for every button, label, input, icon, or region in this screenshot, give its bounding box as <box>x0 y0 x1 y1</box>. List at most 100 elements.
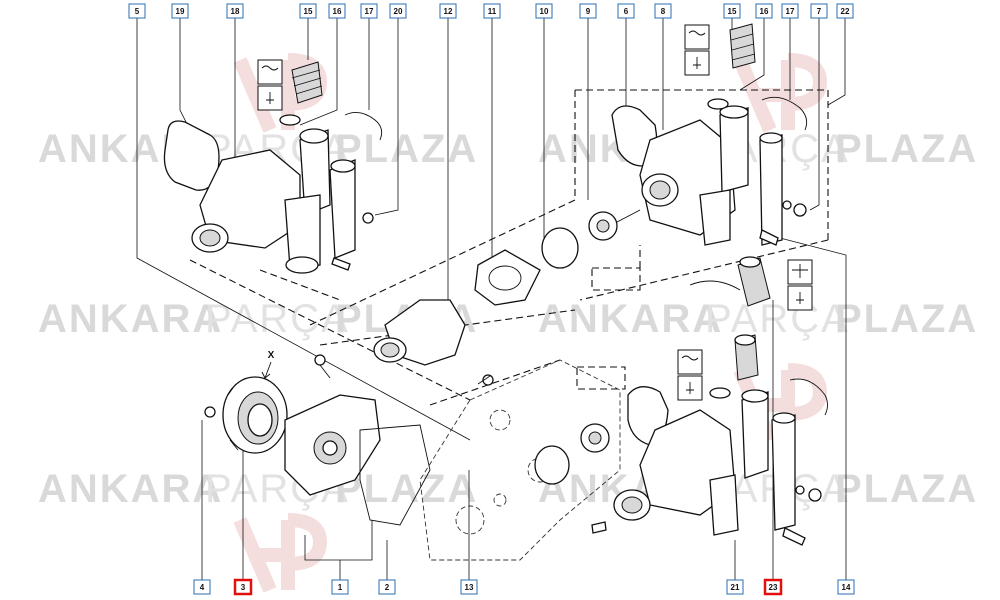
callout-box <box>171 3 189 19</box>
watermark-row-3: ANKARA PARÇA PLAZA ANKARA PARÇA PLAZA <box>38 467 978 511</box>
callout-box <box>617 3 635 19</box>
thermostat-housing-centre <box>373 209 641 386</box>
callout-1: 1 <box>331 579 349 595</box>
callout-15: 15 <box>299 3 317 19</box>
callout-box <box>810 3 828 19</box>
callout-22: 22 <box>836 3 854 19</box>
watermark: ANKARA PARÇA PLAZA ANKARA PARÇA PLAZA AN… <box>38 53 978 593</box>
callout-number: 20 <box>394 7 403 16</box>
callout-box <box>331 579 349 595</box>
callout-number: 22 <box>841 7 850 16</box>
callout-number: 9 <box>586 7 591 16</box>
callout-number: 2 <box>385 583 390 592</box>
callout-21: 21 <box>726 579 744 595</box>
callout-box <box>836 3 854 19</box>
callout-5: 5 <box>128 3 146 19</box>
callout-box <box>781 3 799 19</box>
callout-number: 11 <box>488 7 497 16</box>
callout-number: 16 <box>333 7 342 16</box>
callout-number: 15 <box>728 7 737 16</box>
callout-number: 15 <box>304 7 313 16</box>
callout-number: 13 <box>465 583 474 592</box>
callout-14: 14 <box>837 579 855 595</box>
callout-23: 23 <box>763 578 783 596</box>
callout-8: 8 <box>654 3 672 19</box>
watermark-text: ANKARA <box>38 297 223 341</box>
callout-box <box>439 3 457 19</box>
callout-15: 15 <box>723 3 741 19</box>
callout-box <box>723 3 741 19</box>
thermostat-housing-bottom-right <box>534 334 828 546</box>
callout-box <box>233 578 253 596</box>
callout-number: 6 <box>624 7 629 16</box>
marker-x-label: X <box>268 350 275 361</box>
callout-box <box>763 578 783 596</box>
callout-6: 6 <box>617 3 635 19</box>
watermark-text: ANKARA <box>38 467 223 511</box>
callout-box <box>755 3 773 19</box>
callout-20: 20 <box>389 3 407 19</box>
callout-10: 10 <box>535 3 553 19</box>
callout-box <box>535 3 553 19</box>
assembly-dashed-outlines <box>189 89 829 406</box>
watermark-row-2: ANKARA PARÇA PLAZA ANKARA PARÇA PLAZA <box>38 297 978 341</box>
watermark-text: PARÇA <box>205 297 350 341</box>
callout-box <box>389 3 407 19</box>
callout-box <box>837 579 855 595</box>
callout-box <box>378 579 396 595</box>
callout-number: 23 <box>769 583 778 592</box>
watermark-logo <box>233 53 828 593</box>
callout-box <box>128 3 146 19</box>
callout-number: 21 <box>731 583 740 592</box>
callout-number: 8 <box>661 7 666 16</box>
callout-box <box>328 3 346 19</box>
marker-x: X <box>261 350 275 379</box>
callout-number: 14 <box>842 583 851 592</box>
callout-12: 12 <box>439 3 457 19</box>
callout-number: 17 <box>365 7 374 16</box>
callout-box <box>460 579 478 595</box>
callout-4: 4 <box>193 579 211 595</box>
watermark-text: PLAZA <box>335 127 478 171</box>
callout-number: 16 <box>760 7 769 16</box>
watermark-text: PARÇA <box>705 297 850 341</box>
callout-number: 4 <box>200 583 205 592</box>
callout-box <box>726 579 744 595</box>
watermark-text: PLAZA <box>835 467 978 511</box>
thermostat-housing-left <box>163 59 383 274</box>
callout-number: 17 <box>786 7 795 16</box>
callout-number: 10 <box>540 7 549 16</box>
callout-number: 3 <box>241 583 246 592</box>
watermark-text: PLAZA <box>835 127 978 171</box>
callouts-bottom: 4 3 1 2 13 21 23 14 <box>193 578 855 596</box>
callout-box <box>654 3 672 19</box>
callout-number: 12 <box>444 7 453 16</box>
callout-2: 2 <box>378 579 396 595</box>
callout-18: 18 <box>226 3 244 19</box>
callout-7: 7 <box>810 3 828 19</box>
callout-13: 13 <box>460 579 478 595</box>
watermark-text: ANKARA <box>538 297 723 341</box>
callout-11: 11 <box>483 3 501 19</box>
callout-17: 17 <box>781 3 799 19</box>
callout-box <box>299 3 317 19</box>
callout-17: 17 <box>360 3 378 19</box>
callout-3: 3 <box>233 578 253 596</box>
callout-number: 18 <box>231 7 240 16</box>
callout-19: 19 <box>171 3 189 19</box>
callout-box <box>193 579 211 595</box>
callout-box <box>579 3 597 19</box>
callout-number: 5 <box>135 7 140 16</box>
callout-16: 16 <box>328 3 346 19</box>
watermark-text: PLAZA <box>835 297 978 341</box>
callout-9: 9 <box>579 3 597 19</box>
callouts-top: 5 19 18 15 16 17 20 12 11 10 9 6 8 15 16 17 7 22 <box>128 3 854 19</box>
callout-number: 19 <box>176 7 185 16</box>
callout-box <box>226 3 244 19</box>
callout-box <box>483 3 501 19</box>
callout-number: 7 <box>817 7 822 16</box>
callout-16: 16 <box>755 3 773 19</box>
thermostat-housing-right <box>611 23 813 311</box>
callout-number: 1 <box>338 583 343 592</box>
